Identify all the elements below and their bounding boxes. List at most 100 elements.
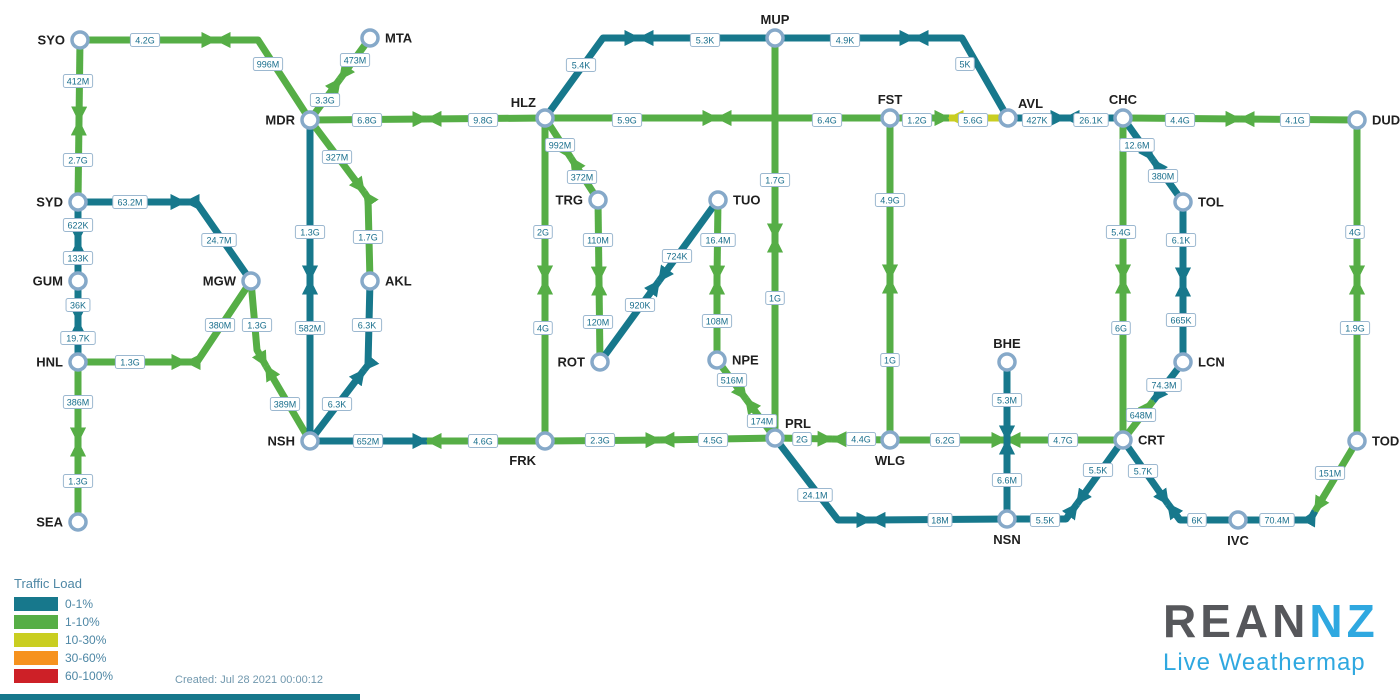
link-label-box-AVL-CHC[interactable] <box>1073 113 1109 127</box>
link-label-box-HLZ-TRG[interactable] <box>566 170 598 184</box>
link-label-box-TOL-LCN[interactable] <box>1165 233 1197 247</box>
link-label-box-BHE-NSN[interactable] <box>991 393 1023 407</box>
link-label-box-AKL-NSH[interactable] <box>321 397 353 411</box>
link-label-box-MDR-AKL[interactable] <box>352 230 384 244</box>
node-TOL[interactable] <box>1173 192 1193 212</box>
link-label-box-SYD-GUM[interactable] <box>62 218 94 232</box>
link-label-box-PRL-WLG[interactable] <box>845 432 877 446</box>
link-HLZ-MUP[interactable] <box>542 29 641 121</box>
node-FRK[interactable] <box>535 431 555 451</box>
link-label-box-HLZ-MUP[interactable] <box>689 33 721 47</box>
link-label-box-SYO-SYD[interactable] <box>62 74 94 88</box>
node-GUM[interactable] <box>68 271 88 291</box>
link-label-box-IVC-TOD[interactable] <box>1259 513 1295 527</box>
link-label-box-FST-AVL[interactable] <box>901 113 933 127</box>
link-label-box-CHC-TOL[interactable] <box>1147 169 1179 183</box>
link-label-box-NSN-CRT[interactable] <box>1029 513 1061 527</box>
link-label-box-NPE-PRL[interactable] <box>716 373 748 387</box>
link-HNL-MGW[interactable] <box>184 279 254 371</box>
node-NPE[interactable] <box>707 350 727 370</box>
link-AKL-NSH[interactable] <box>361 280 380 373</box>
link-label-box-FST-AVL[interactable] <box>957 113 989 127</box>
link-label-box-HLZ-MUP[interactable] <box>565 58 597 72</box>
link-label-box-NSH-FRK[interactable] <box>467 434 499 448</box>
link-label-box-CHC-CRT[interactable] <box>1111 321 1131 335</box>
link-label-box-TUO-NPE[interactable] <box>700 233 736 247</box>
link-label-box-LCN-CRT[interactable] <box>1146 378 1182 392</box>
link-label-box-CHC-CRT[interactable] <box>1105 225 1137 239</box>
link-MUP-AVL[interactable] <box>912 29 1012 120</box>
link-label-box-PRL-NSN[interactable] <box>927 513 953 527</box>
node-FST[interactable] <box>880 108 900 128</box>
node-SYD[interactable] <box>68 192 88 212</box>
link-ROT-TUO[interactable] <box>656 197 721 284</box>
node-MTA[interactable] <box>360 28 380 48</box>
link-label-box-HLZ-FRK[interactable] <box>533 321 553 335</box>
link-SYD-MGW[interactable] <box>183 193 254 283</box>
link-label-box-FRK-PRL[interactable] <box>697 433 729 447</box>
link-label-box-MDR-AKL[interactable] <box>321 150 353 164</box>
node-AVL[interactable] <box>998 108 1018 128</box>
link-label-box-TUO-NPE[interactable] <box>701 314 733 328</box>
link-label-box-WLG-CRT[interactable] <box>929 433 961 447</box>
link-label-box-TRG-ROT[interactable] <box>582 315 614 329</box>
node-CHC[interactable] <box>1113 108 1133 128</box>
node-TUO[interactable] <box>708 190 728 210</box>
link-label-box-MTA-MDR[interactable] <box>339 53 371 67</box>
link-label-box-AKL-NSH[interactable] <box>351 318 383 332</box>
link-label-box-CHC-TOL[interactable] <box>1119 138 1155 152</box>
link-label-box-CHC-DUD[interactable] <box>1279 113 1311 127</box>
link-label-box-NSN-CRT[interactable] <box>1082 463 1114 477</box>
link-label-box-MUP-PRL[interactable] <box>765 291 785 305</box>
node-HLZ[interactable] <box>535 108 555 128</box>
link-label-box-SYD-MGW[interactable] <box>201 233 237 247</box>
link-label-box-HNL-SEA[interactable] <box>62 474 94 488</box>
link-label-box-TOL-LCN[interactable] <box>1165 313 1197 327</box>
link-label-box-HNL-SEA[interactable] <box>62 395 94 409</box>
link-label-box-MDR-HLZ[interactable] <box>467 113 499 127</box>
link-label-box-MDR-NSH[interactable] <box>294 225 326 239</box>
link-label-box-HLZ-FST[interactable] <box>611 113 643 127</box>
link-label-box-GUM-HNL[interactable] <box>65 298 91 312</box>
link-MDR-AKL[interactable] <box>361 190 379 282</box>
link-label-box-HNL-MGW[interactable] <box>114 355 146 369</box>
link-label-box-HLZ-TRG[interactable] <box>544 138 576 152</box>
node-IVC[interactable] <box>1228 510 1248 530</box>
link-label-box-HLZ-FRK[interactable] <box>533 225 553 239</box>
node-MDR[interactable] <box>300 110 320 130</box>
node-ROT[interactable] <box>590 352 610 372</box>
node-BHE[interactable] <box>997 352 1017 372</box>
link-CRT-IVC[interactable] <box>1165 501 1238 524</box>
link-label-box-MDR-HLZ[interactable] <box>351 113 383 127</box>
link-label-box-LCN-CRT[interactable] <box>1125 408 1157 422</box>
link-label-box-CHC-DUD[interactable] <box>1164 113 1196 127</box>
node-MGW[interactable] <box>241 271 261 291</box>
link-label-box-TRG-ROT[interactable] <box>582 233 614 247</box>
link-MGW-NSH[interactable] <box>247 280 270 368</box>
node-TOD[interactable] <box>1347 431 1367 451</box>
node-CRT[interactable] <box>1113 430 1133 450</box>
node-NSH[interactable] <box>300 431 320 451</box>
link-SYO-MDR[interactable] <box>214 31 313 122</box>
link-label-box-AVL-CHC[interactable] <box>1021 113 1053 127</box>
node-AKL[interactable] <box>360 271 380 291</box>
link-label-box-MUP-AVL[interactable] <box>829 33 861 47</box>
link-label-box-MGW-NSH[interactable] <box>241 318 273 332</box>
node-LCN[interactable] <box>1173 352 1193 372</box>
link-label-box-ROT-TUO[interactable] <box>624 298 656 312</box>
link-label-box-SYO-MDR[interactable] <box>252 57 284 71</box>
link-label-box-HLZ-FST[interactable] <box>811 113 843 127</box>
node-TRG[interactable] <box>588 190 608 210</box>
link-label-box-TOD-DUD[interactable] <box>1345 225 1365 239</box>
link-label-box-FST-WLG[interactable] <box>880 353 900 367</box>
link-label-box-ROT-TUO[interactable] <box>661 249 693 263</box>
link-label-box-NSH-FRK[interactable] <box>352 434 384 448</box>
link-label-box-WLG-CRT[interactable] <box>1047 433 1079 447</box>
node-MUP[interactable] <box>765 28 785 48</box>
link-label-box-CRT-IVC[interactable] <box>1187 513 1207 527</box>
link-label-box-BHE-NSN[interactable] <box>991 473 1023 487</box>
link-label-box-SYO-SYD[interactable] <box>62 153 94 167</box>
link-label-box-MUP-PRL[interactable] <box>759 173 791 187</box>
link-label-box-MTA-MDR[interactable] <box>309 93 341 107</box>
node-PRL[interactable] <box>765 428 785 448</box>
